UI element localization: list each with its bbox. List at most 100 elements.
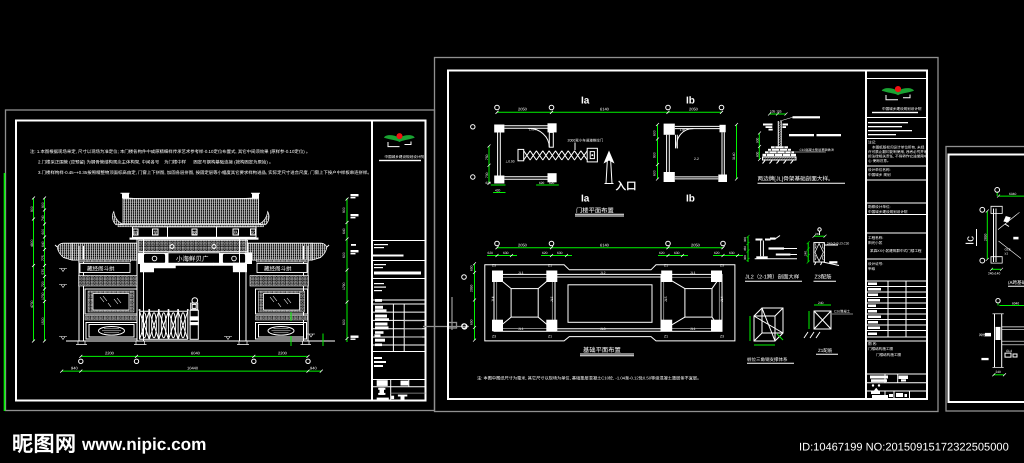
svg-text:450: 450 (743, 246, 747, 251)
svg-text:注记:: 注记: (868, 140, 876, 145)
svg-text:240x240 Z3.C20: 240x240 Z3.C20 (827, 241, 850, 245)
svg-text:240: 240 (804, 251, 808, 256)
svg-text:门楼结构施工图: 门楼结构施工图 (868, 346, 894, 351)
svg-text:工程名称:: 工程名称: (868, 235, 883, 240)
svg-text:940: 940 (310, 365, 317, 370)
svg-text:JL1: JL1 (690, 327, 696, 331)
svg-text:门楼结构施工图: 门楼结构施工图 (876, 352, 902, 357)
svg-text:620: 620 (542, 251, 548, 255)
svg-text:740: 740 (41, 215, 45, 221)
svg-text:(A跨基础大样: (A跨基础大样 (1008, 280, 1024, 285)
svg-text:门楼平面布置: 门楼平面布置 (576, 207, 614, 215)
svg-text:900: 900 (653, 152, 657, 158)
svg-text:≥1: ≥1 (1005, 252, 1009, 256)
svg-text:630: 630 (674, 251, 680, 255)
svg-text:藏经阁斗拱: 藏经阁斗拱 (87, 266, 115, 273)
svg-text:GL4: GL4 (1006, 349, 1012, 353)
svg-text:6040: 6040 (1012, 301, 1019, 305)
svg-text:基础平面布置: 基础平面布置 (583, 346, 621, 354)
svg-text:Z1: Z1 (548, 264, 552, 268)
svg-text:Z1: Z1 (664, 335, 668, 339)
svg-text:至: 至 (153, 230, 158, 235)
svg-text:2200: 2200 (278, 351, 288, 356)
svg-text:240x140: 240x140 (988, 271, 1000, 275)
svg-text:JL1: JL1 (518, 271, 524, 275)
svg-text:900: 900 (41, 202, 45, 208)
svg-text:300: 300 (743, 237, 747, 242)
svg-text:630: 630 (729, 251, 735, 255)
svg-text:担法律相关责任, 不得转作它途使用中: 担法律相关责任, 不得转作它途使用中 (868, 154, 928, 159)
svg-text:⊥0.00: ⊥0.00 (506, 160, 515, 164)
svg-text:Z1: Z1 (548, 335, 552, 339)
svg-text:630: 630 (557, 251, 563, 255)
svg-text:4800: 4800 (30, 239, 34, 247)
svg-text:575: 575 (41, 269, 45, 275)
svg-text:JL1: JL1 (518, 327, 524, 331)
svg-text:2050: 2050 (518, 107, 528, 112)
svg-text:中国城乡建设规划设计院: 中国城乡建设规划设计院 (385, 154, 425, 159)
svg-text:许可禁止翻印复制使用, 违者必究并承: 许可禁止翻印复制使用, 违者必究并承 (868, 149, 928, 154)
svg-text:图 名:: 图 名: (868, 341, 877, 346)
svg-text:小海鲜贝广: 小海鲜贝广 (176, 255, 209, 263)
svg-text:中国城乡 规划: 中国城乡 规划 (868, 172, 891, 177)
svg-text:900: 900 (756, 137, 760, 143)
svg-text:600: 600 (342, 252, 346, 258)
svg-text:GL6: GL6 (1005, 248, 1011, 252)
svg-text:105 105: 105 105 (770, 110, 782, 114)
svg-text:730: 730 (485, 172, 489, 178)
svg-text:www.nipic.com: www.nipic.com (81, 434, 206, 454)
svg-text:2050: 2050 (691, 242, 701, 247)
svg-text:2050: 2050 (689, 107, 699, 112)
svg-text:JL5: JL5 (664, 296, 668, 302)
svg-text:240: 240 (818, 301, 824, 305)
svg-text:阳光小区: 阳光小区 (868, 240, 883, 245)
svg-text:甲级: 甲级 (868, 266, 876, 271)
svg-text:600: 600 (342, 319, 346, 325)
svg-text:240: 240 (815, 232, 820, 236)
svg-text:JL5: JL5 (550, 296, 554, 302)
svg-text:6140: 6140 (600, 107, 610, 112)
svg-text:注: 1.本图根据现场来定, 尺寸以现场为准定位; 本门楼各: 注: 1.本图根据现场来定, 尺寸以现场为准定位; 本门楼各构件中成原精细样传承… (30, 149, 310, 154)
svg-text:ID:10467199 NO:201509151723225: ID:10467199 NO:20150915172322505000 (799, 442, 1009, 454)
svg-text:1.007: 1.007 (529, 128, 536, 132)
svg-text:2200: 2200 (105, 351, 115, 356)
svg-text:桩位三角钢支撑体系: 桩位三角钢支撑体系 (747, 357, 788, 362)
svg-text:620: 620 (539, 181, 545, 185)
svg-text:2050: 2050 (518, 242, 528, 247)
svg-text:600: 600 (653, 130, 657, 136)
svg-text:Z3: Z3 (492, 264, 496, 268)
svg-text:10440: 10440 (187, 365, 199, 370)
svg-text:Z3: Z3 (492, 335, 496, 339)
svg-text:JL4: JL4 (720, 296, 724, 302)
svg-text:750: 750 (485, 154, 489, 160)
svg-text:藏经阁斗拱: 藏经阁斗拱 (264, 266, 292, 273)
svg-text:900: 900 (30, 206, 34, 212)
svg-text:300: 300 (743, 255, 747, 260)
svg-text:420: 420 (495, 188, 501, 192)
svg-text:Z1: Z1 (664, 264, 668, 268)
svg-text:2.门楼采正围管 (应预留) 为钢骨管结构观念主体构架, 中: 2.门楼采正围管 (应预留) 为钢骨管结构观念主体构架, 中间各号 为门楼中样 … (38, 160, 273, 165)
svg-text:致: 致 (192, 230, 197, 235)
svg-text:1790: 1790 (342, 282, 346, 290)
svg-text:Z3: Z3 (720, 335, 724, 339)
svg-text:昵图网: 昵图网 (12, 433, 76, 456)
svg-text:Z3配筋: Z3配筋 (815, 274, 833, 281)
svg-text:2-2: 2-2 (694, 157, 699, 161)
svg-text:650: 650 (470, 319, 474, 325)
svg-text:JL3: JL3 (600, 327, 606, 331)
svg-text:Z3: Z3 (720, 264, 724, 268)
svg-text:900: 900 (342, 207, 346, 213)
svg-text:勘察设计单位:: 勘察设计单位: (868, 204, 891, 209)
svg-text:两边牌[JL]骨架基础剖面大样。: 两边牌[JL]骨架基础剖面大样。 (758, 176, 834, 183)
svg-text:Ib: Ib (686, 194, 695, 205)
svg-text:某县XX小区建筑群中式门楼工程: 某县XX小区建筑群中式门楼工程 (870, 248, 922, 253)
svg-text:620: 620 (714, 251, 720, 255)
svg-text:1.00: 1.00 (680, 128, 686, 132)
svg-text:600: 600 (41, 229, 45, 235)
svg-text:Ib: Ib (686, 96, 695, 107)
svg-text:3.门楼样构样-0.45~+0.35按照精整物顶面标高由定,: 3.门楼样构样-0.45~+0.35按照精整物顶面标高由定, 门窗上下拼图, 加… (38, 170, 372, 175)
svg-text:本图纸版权归设计单位所有, 未经: 本图纸版权归设计单位所有, 未经 (872, 145, 925, 150)
svg-text:720: 720 (41, 281, 45, 287)
svg-text:2950: 2950 (470, 284, 474, 292)
svg-text:区: 区 (251, 230, 256, 235)
